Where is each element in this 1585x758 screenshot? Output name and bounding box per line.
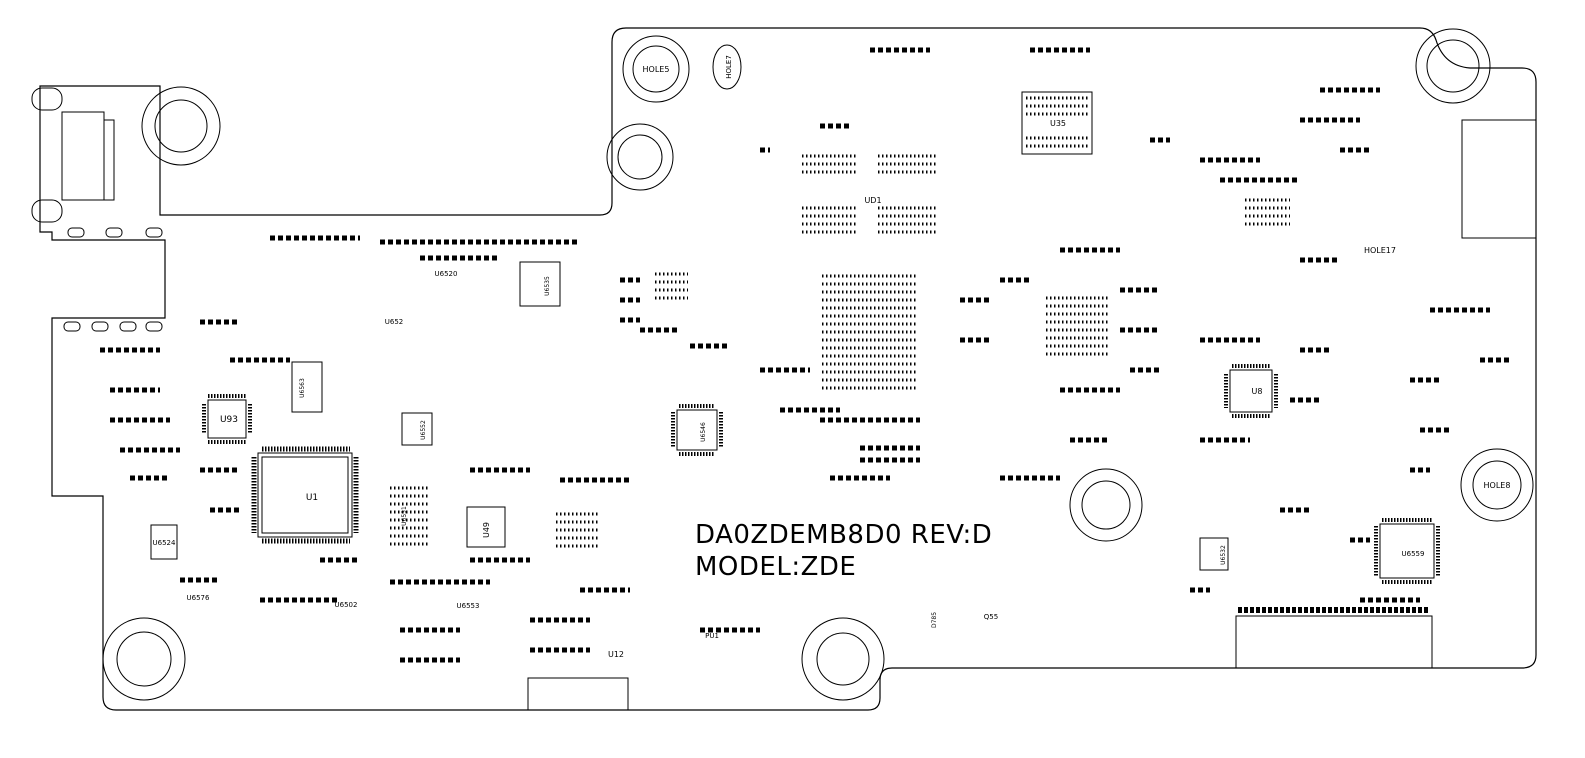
u652-label: U652 <box>385 318 403 326</box>
u12-label: U12 <box>608 650 624 659</box>
board-outline <box>39 27 1537 711</box>
u6546-label: U6546 <box>700 422 707 442</box>
hole17-label: HOLE17 <box>1364 246 1396 255</box>
u6502-label: U6502 <box>335 601 358 609</box>
pad-ovals <box>63 227 163 332</box>
u6520-label: U6520 <box>435 270 458 278</box>
u6532-label: U6532 <box>1220 545 1227 565</box>
edge-connector <box>31 87 115 223</box>
u6553-label: U6553 <box>457 602 480 610</box>
connectors <box>527 119 1537 711</box>
u6551-label: U6551 <box>401 506 408 526</box>
u6535-label: U6535 <box>544 276 551 296</box>
ic-packages <box>150 91 1435 579</box>
q55-label: Q55 <box>984 613 998 621</box>
u93-label: U93 <box>220 415 238 425</box>
u6563-label: U6563 <box>299 378 306 398</box>
bga-arrays <box>390 96 1290 548</box>
u6524-label: U6524 <box>153 539 176 547</box>
u1-pins <box>202 364 1440 584</box>
u49-label: U49 <box>482 522 491 538</box>
board-model: MODEL:ZDE <box>695 552 856 582</box>
hole7-label: HOLE7 <box>725 55 733 79</box>
pu1-label: PU1 <box>705 632 719 640</box>
hole7-oval <box>712 44 742 90</box>
u1-label: U1 <box>306 493 318 503</box>
d785-label: D785 <box>931 612 938 628</box>
u35-label: U35 <box>1050 119 1066 128</box>
mounting-holes <box>102 28 1534 701</box>
board-part-number: DA0ZDEMB8D0 REV:D <box>695 520 992 550</box>
u6576-label: U6576 <box>187 594 210 602</box>
hole8-label: HOLE8 <box>1484 481 1511 490</box>
u6559-label: U6559 <box>1402 550 1425 558</box>
u8-label: U8 <box>1252 387 1263 396</box>
hole5-label: HOLE5 <box>643 65 670 74</box>
smd-components <box>100 47 1510 663</box>
u6552-label: U6552 <box>420 420 427 440</box>
ud1-label: UD1 <box>864 196 881 205</box>
